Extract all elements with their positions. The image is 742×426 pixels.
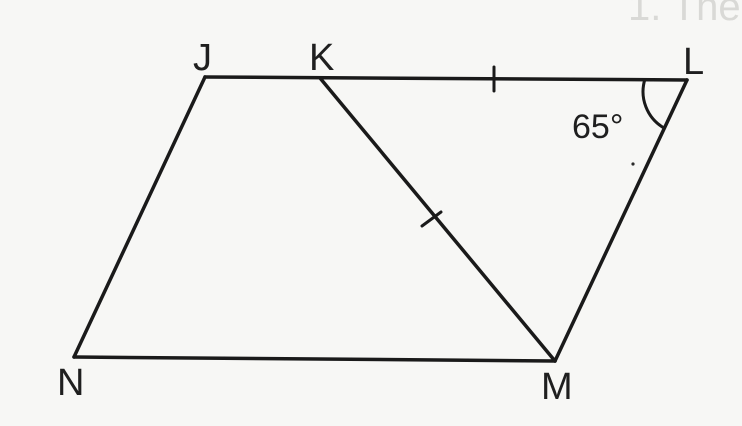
vertex-label-J: J bbox=[193, 37, 212, 79]
vertex-label-L: L bbox=[683, 41, 704, 83]
side-JL bbox=[203, 75, 689, 82]
side-MN bbox=[72, 355, 557, 363]
segment-KM bbox=[318, 76, 557, 363]
vertex-label-N: N bbox=[57, 362, 84, 404]
side-LM bbox=[553, 78, 689, 363]
angle-arc-L bbox=[641, 78, 665, 130]
side-NJ bbox=[72, 75, 207, 359]
angle-label-L: 65° bbox=[572, 108, 623, 146]
stray-dot bbox=[631, 162, 635, 166]
vertex-label-M: M bbox=[541, 366, 573, 408]
vertex-label-K: K bbox=[309, 37, 334, 79]
bleed-through-text: 1. The figure below shows a bbox=[628, 0, 742, 29]
tick-mark-KM bbox=[420, 210, 443, 228]
